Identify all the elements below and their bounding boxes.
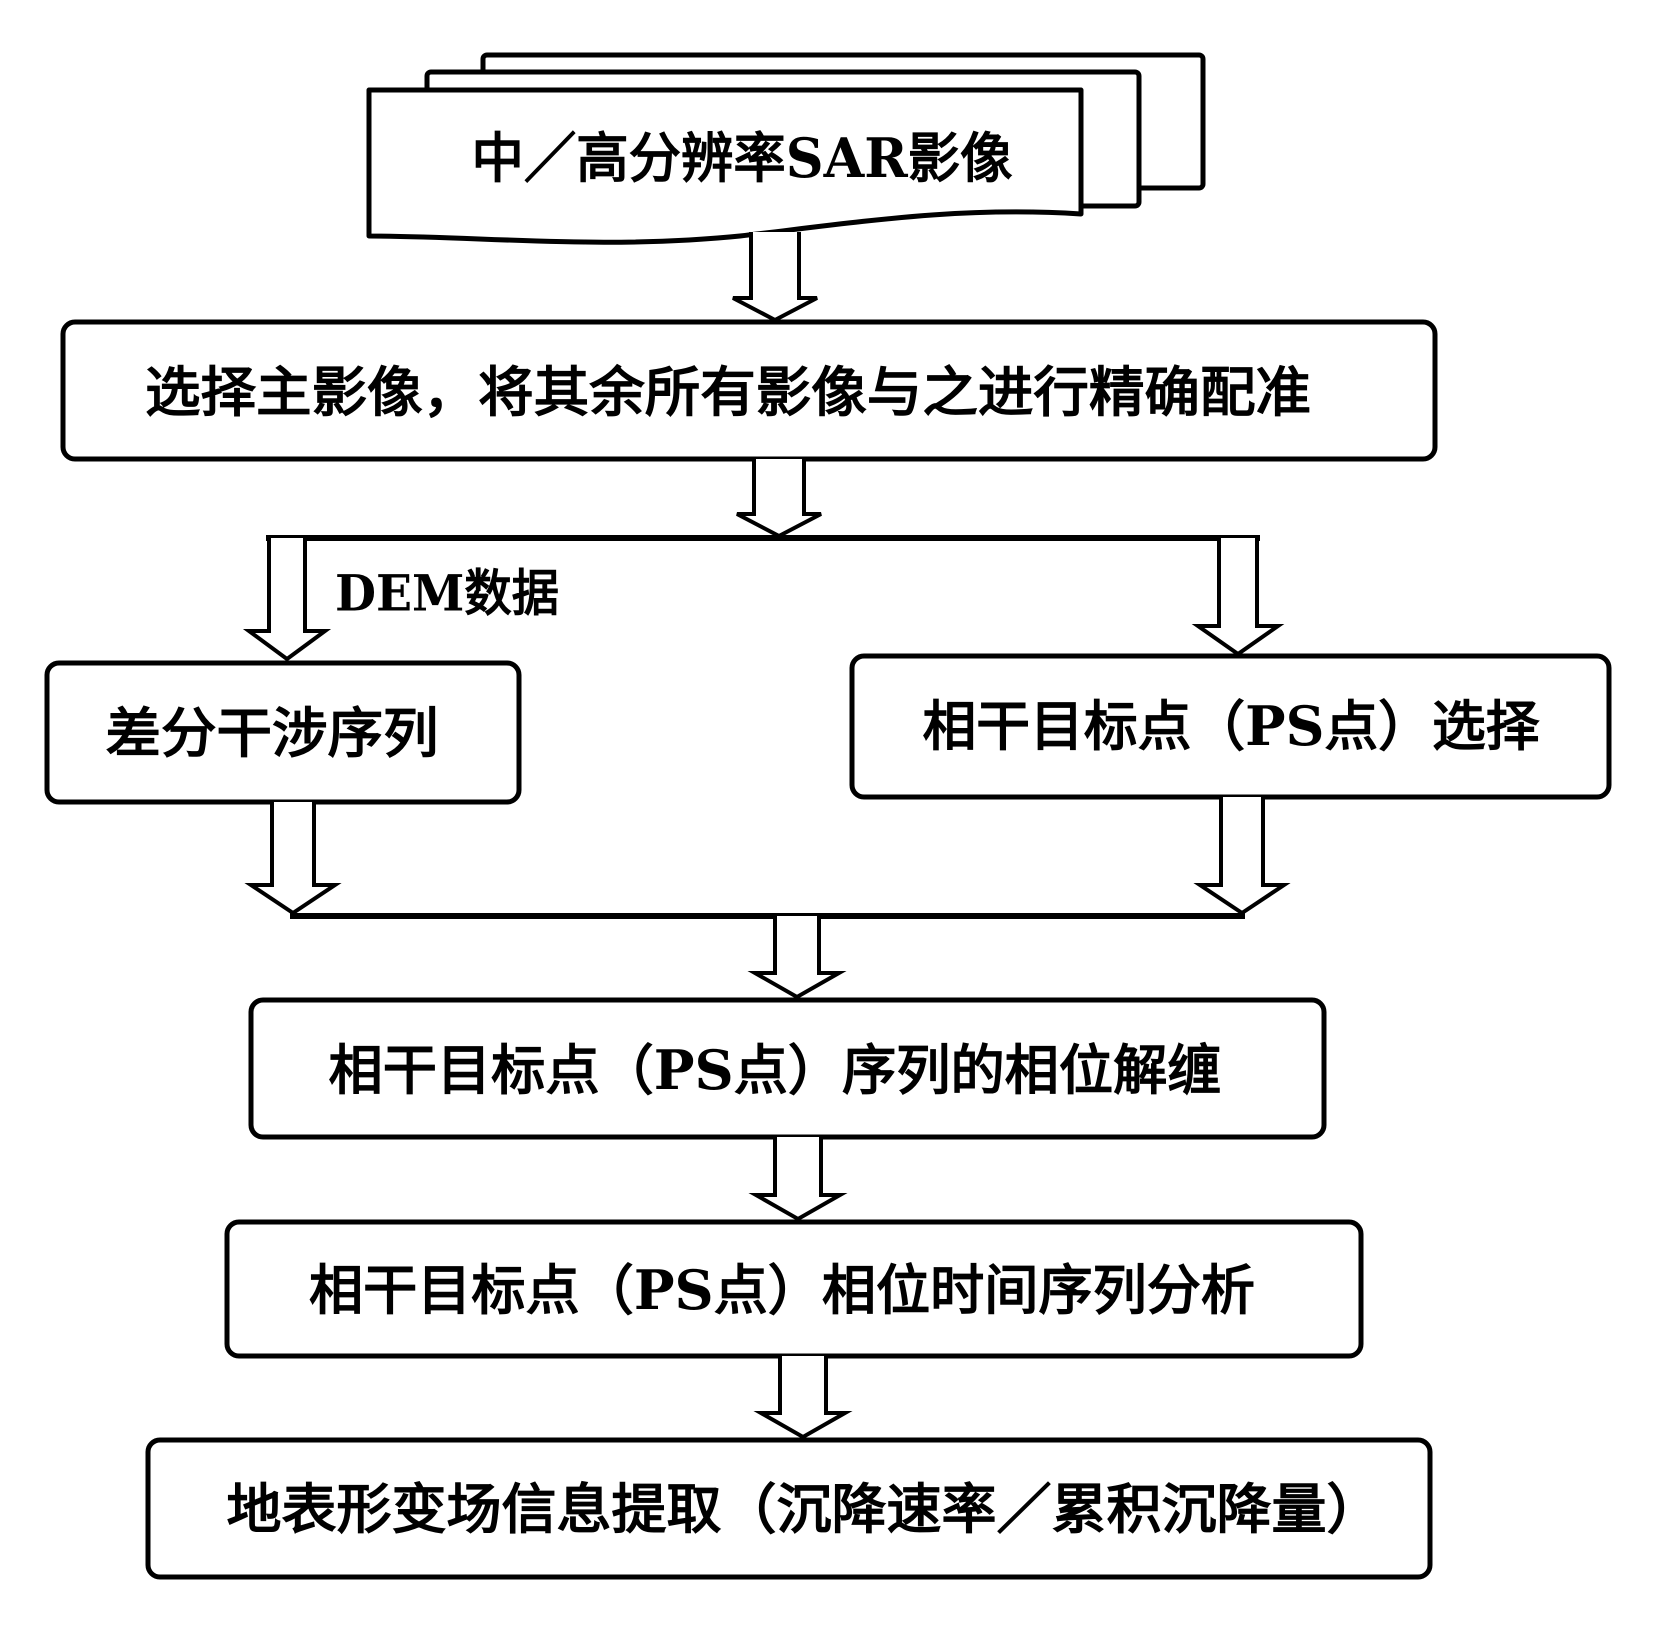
node-coregistration: 选择主影像，将其余所有影像与之进行精确配准 [60, 319, 1438, 462]
node-deformation-extraction-label: 地表形变场信息提取（沉降速率／累积沉降量） [227, 1477, 1382, 1541]
dem-data-label: DEM数据 [335, 564, 559, 623]
arrow-sar-to-coregistration [732, 232, 818, 323]
node-sar-images-label: 中／高分辨率SAR影像 [472, 126, 1013, 190]
node-coregistration-label: 选择主影像，将其余所有影像与之进行精确配准 [145, 360, 1311, 424]
node-deformation-extraction: 地表形变场信息提取（沉降速率／累积沉降量） [145, 1437, 1433, 1580]
arrow-time-series-to-deformation [753, 1356, 853, 1440]
node-ps-selection: 相干目标点（PS点）选择 [849, 653, 1612, 800]
node-differential-interferograms: 差分干涉序列 [44, 660, 522, 805]
node-coregistration-box [60, 319, 1438, 462]
arrow-interferograms-to-merge [244, 802, 342, 916]
node-deformation-extraction-box [145, 1437, 1433, 1580]
node-time-series-analysis: 相干目标点（PS点）相位时间序列分析 [224, 1219, 1364, 1359]
node-differential-interferograms-label: 差分干涉序列 [106, 701, 439, 765]
node-ps-selection-label: 相干目标点（PS点）选择 [923, 694, 1541, 758]
node-sar-images: 中／高分辨率SAR影像 [366, 52, 1206, 245]
arrow-to-differential-interferograms [242, 538, 332, 662]
node-phase-unwrapping-label: 相干目标点（PS点）序列的相位解缠 [329, 1038, 1222, 1102]
arrow-merge-to-phase-unwrapping [747, 916, 847, 1000]
arrow-ps-selection-to-merge [1193, 797, 1291, 916]
document-stack-front [366, 87, 1084, 245]
arrow-coregistration-to-split [736, 459, 822, 539]
arrow-unwrapping-to-time-series [748, 1137, 848, 1222]
node-time-series-analysis-label: 相干目标点（PS点）相位时间序列分析 [309, 1258, 1255, 1322]
arrow-to-ps-selection [1191, 538, 1285, 657]
node-phase-unwrapping: 相干目标点（PS点）序列的相位解缠 [248, 997, 1327, 1140]
